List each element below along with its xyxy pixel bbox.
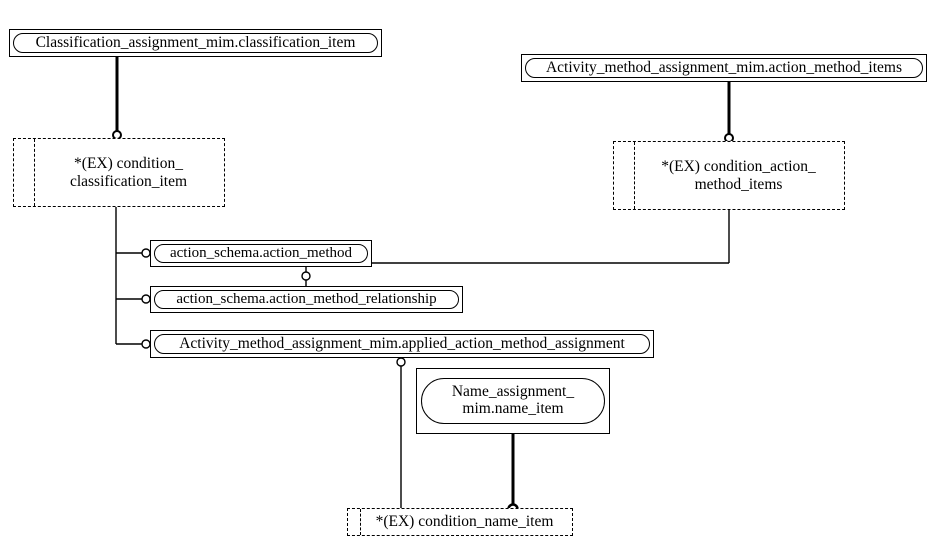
node-label-wrapper: Activity_method_assignment_mim.applied_a… — [154, 334, 650, 354]
node-label-wrapper: action_schema.action_method — [154, 244, 368, 263]
node-condition-classification-item[interactable]: *(EX) condition_ classification_item — [13, 138, 225, 207]
select-type-frame: Classification_assignment_mim.classifica… — [9, 29, 382, 57]
edge-action-method-to-relationship — [301, 267, 311, 286]
node-condition-action-method-items[interactable]: *(EX) condition_action_ method_items — [613, 141, 845, 210]
page-reference-divider — [34, 139, 35, 206]
node-label-wrapper: Classification_assignment_mim.classifica… — [13, 33, 378, 53]
select-type-frame: Activity_method_assignment_mim.action_me… — [521, 54, 927, 82]
node-label-wrapper: Activity_method_assignment_mim.action_me… — [525, 58, 923, 78]
node-label: action_schema.action_method — [169, 245, 353, 262]
select-type-frame: action_schema.action_method_relationship — [150, 286, 463, 313]
node-label: Name_assignment_ mim.name_item — [451, 383, 575, 417]
page-reference-divider — [634, 142, 635, 209]
node-label-wrapper: Name_assignment_ mim.name_item — [421, 378, 605, 424]
edge-classification-item-to-condition — [112, 57, 122, 140]
edge-condition-action-method-to-action-method — [372, 210, 730, 264]
node-label: *(EX) condition_name_item — [375, 513, 554, 531]
node-label: Classification_assignment_mim.classifica… — [35, 33, 356, 51]
node-action-method-relationship[interactable]: action_schema.action_method_relationship — [150, 286, 463, 313]
node-label: *(EX) condition_action_ method_items — [661, 158, 816, 193]
node-label: *(EX) condition_ classification_item — [69, 155, 188, 190]
select-type-frame: action_schema.action_method — [150, 240, 372, 267]
page-reference-frame: *(EX) condition_action_ method_items — [613, 141, 845, 210]
select-type-frame: Name_assignment_ mim.name_item — [416, 368, 610, 434]
edge-applied-assignment-to-condition-name-item — [396, 357, 406, 508]
edge-condition-classification-trunk — [115, 207, 151, 349]
node-name-item[interactable]: Name_assignment_ mim.name_item — [416, 368, 610, 434]
page-reference-frame: *(EX) condition_ classification_item — [13, 138, 225, 207]
node-applied-action-method-assignment[interactable]: Activity_method_assignment_mim.applied_a… — [150, 330, 654, 358]
edge-name-item-to-condition-name-item — [507, 434, 519, 515]
edge-action-method-items-to-condition — [724, 82, 734, 143]
node-classification-item[interactable]: Classification_assignment_mim.classifica… — [9, 29, 382, 57]
node-label: Activity_method_assignment_mim.action_me… — [545, 58, 903, 76]
node-label: Activity_method_assignment_mim.applied_a… — [179, 334, 625, 352]
node-action-method-items[interactable]: Activity_method_assignment_mim.action_me… — [521, 54, 927, 82]
select-type-frame: Activity_method_assignment_mim.applied_a… — [150, 330, 654, 358]
node-action-method[interactable]: action_schema.action_method — [150, 240, 372, 267]
node-label: action_schema.action_method_relationship — [176, 291, 437, 308]
page-reference-frame: *(EX) condition_name_item — [347, 508, 573, 536]
node-condition-name-item[interactable]: *(EX) condition_name_item — [347, 508, 573, 536]
node-label-wrapper: action_schema.action_method_relationship — [154, 290, 459, 309]
page-reference-divider — [360, 509, 361, 535]
